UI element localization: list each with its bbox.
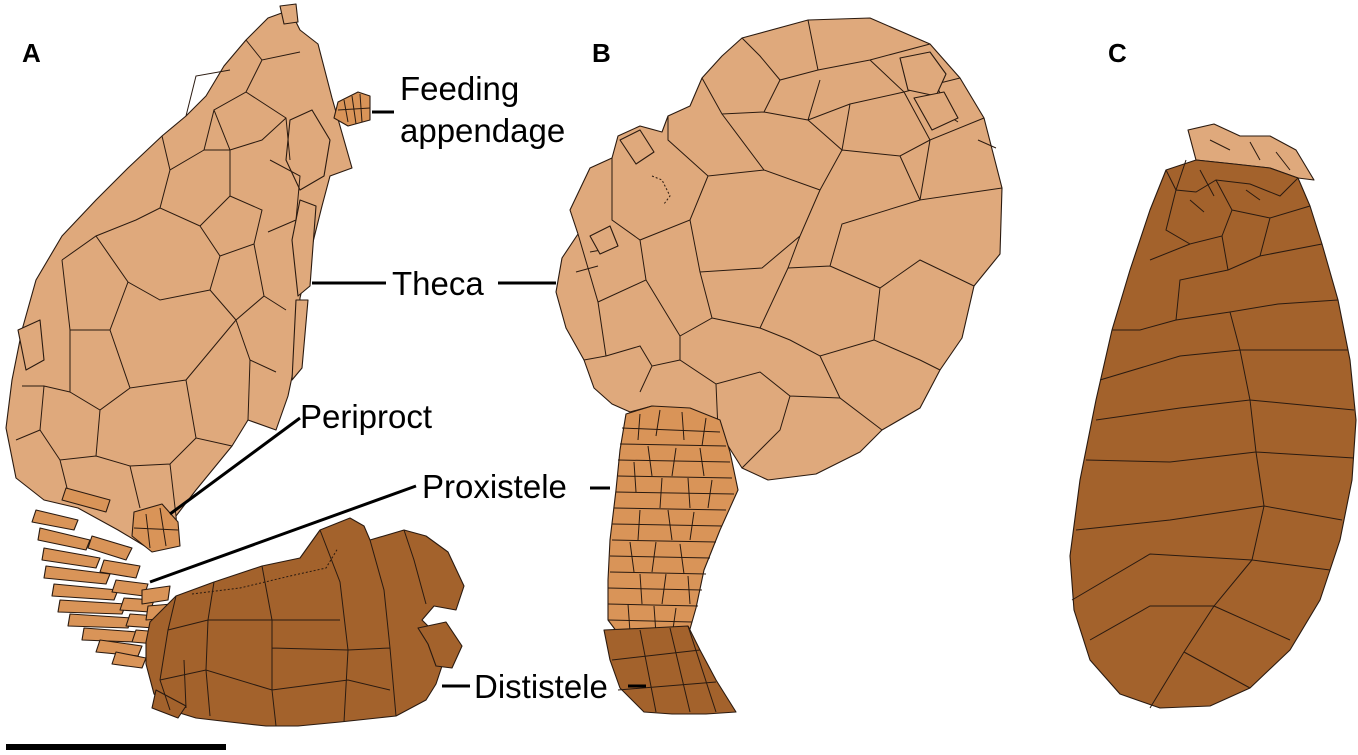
specimen-a-feeding-appendage <box>333 91 371 127</box>
specimen-a-dististele <box>145 517 465 727</box>
panel-label-c: C <box>1108 38 1127 68</box>
specimen-c-theca <box>1069 159 1357 709</box>
panel-label-a: A <box>22 38 41 68</box>
periproct-label: Periproct <box>300 398 432 435</box>
theca-label: Theca <box>392 265 484 302</box>
specimen-b-proxistele <box>607 405 739 641</box>
specimen-a-theca <box>5 3 353 549</box>
proxistele-label: Proxistele <box>422 468 567 505</box>
specimen-c <box>1069 123 1357 709</box>
proxistele-leader-left <box>149 484 417 584</box>
annotations: A B C Feeding appendage Theca Periproct … <box>22 38 1127 705</box>
feeding-appendage-label-line1: Feeding <box>400 70 519 107</box>
feeding-appendage-label-line2: appendage <box>400 112 565 149</box>
panel-label-b: B <box>592 38 611 68</box>
specimen-b-theca <box>555 17 1003 481</box>
specimen-b-dististele <box>603 625 737 715</box>
scale-bar <box>6 744 226 750</box>
specimen-b <box>555 17 1003 715</box>
dististele-label: Dististele <box>474 668 608 705</box>
periproct-leader <box>169 416 301 516</box>
specimen-a-periproct <box>131 503 181 553</box>
specimen-a-proxistele <box>31 487 173 669</box>
specimen-a <box>5 3 465 750</box>
